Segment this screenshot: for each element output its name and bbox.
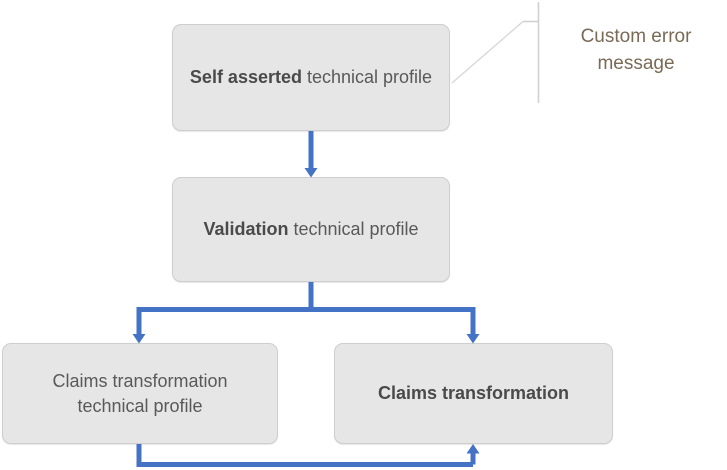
connector-self-asserted-to-validation <box>304 131 318 178</box>
node-claims-transformation-technical-profile[interactable]: Claims transformation technical profile <box>2 343 278 444</box>
node-claims-transformation[interactable]: Claims transformation <box>334 343 613 444</box>
node-claims-left-label: Claims transformation technical profile <box>52 370 228 416</box>
connector-validation-to-claims-left <box>132 309 146 344</box>
connector-claims-left-to-claims-right <box>136 444 480 467</box>
node-claims-right-label: Claims transformation <box>377 383 570 404</box>
callout-diagonal-leader <box>451 20 524 84</box>
callout-line-1: Custom error <box>580 26 692 47</box>
node-self-asserted-label: Self asserted technical profile <box>185 65 437 90</box>
connector-validation-branch <box>136 282 476 312</box>
callout-custom-error-message: Custom error message <box>553 24 719 78</box>
node-validation-label-rest: technical profile <box>288 219 419 240</box>
connector-validation-to-claims-right <box>466 309 480 344</box>
node-self-asserted-label-rest: technical profile <box>301 67 433 88</box>
node-self-asserted-technical-profile[interactable]: Self asserted technical profile <box>172 24 450 131</box>
node-validation-label: Validation technical profile <box>185 217 437 242</box>
node-validation-label-bold: Validation <box>203 219 289 240</box>
node-validation-technical-profile[interactable]: Validation technical profile <box>172 177 450 282</box>
node-self-asserted-label-bold: Self asserted <box>189 67 302 88</box>
callout-line-2: message <box>597 52 675 74</box>
